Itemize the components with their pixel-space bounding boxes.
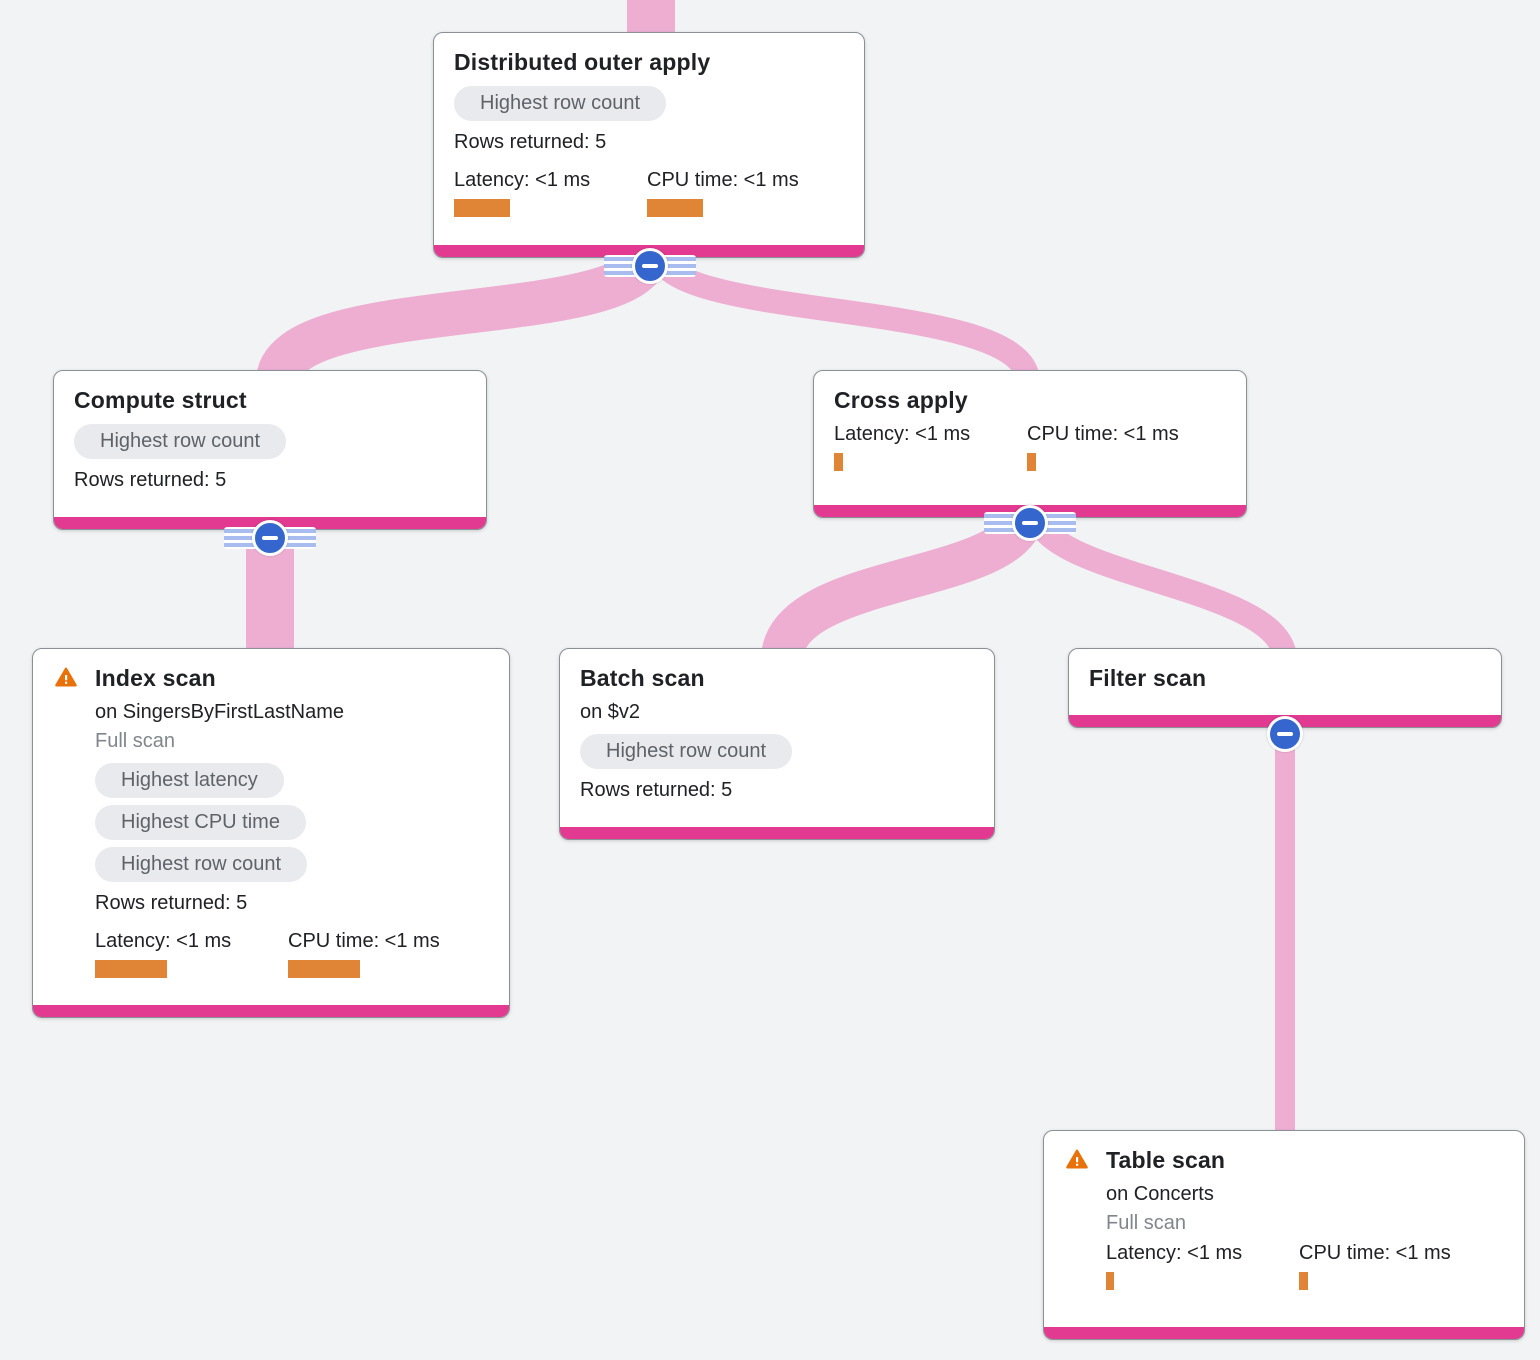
minus-icon xyxy=(1267,716,1303,752)
badge-highest-row-count: Highest row count xyxy=(580,734,793,769)
node-title: Distributed outer apply xyxy=(454,49,711,75)
warning-icon xyxy=(55,667,77,687)
latency-label: Latency: <1 ms xyxy=(454,169,591,191)
cpu-time-bar xyxy=(288,960,360,978)
node-card-table-scan[interactable]: Table scan on Concerts Full scan Latency… xyxy=(1043,1130,1525,1340)
scan-target-label: on $v2 xyxy=(580,701,641,723)
edge-cross-apply-to-batch-scan xyxy=(761,506,1045,663)
node-card-compute-struct[interactable]: Compute struct Highest row count Rows re… xyxy=(53,370,487,530)
minus-icon xyxy=(1012,505,1048,541)
node-title: Cross apply xyxy=(834,387,968,413)
rows-returned-label: Rows returned: 5 xyxy=(454,131,607,153)
node-footer-bar xyxy=(33,1005,509,1017)
latency-bar xyxy=(834,453,843,471)
node-footer-bar xyxy=(560,827,994,839)
node-footer-bar xyxy=(1044,1327,1524,1339)
scan-type-label: Full scan xyxy=(1106,1212,1187,1234)
badge-highest-row-count: Highest row count xyxy=(95,847,308,882)
minus-icon xyxy=(632,248,668,284)
node-title: Index scan xyxy=(95,665,216,691)
node-title: Batch scan xyxy=(580,665,705,691)
rows-returned-label: Rows returned: 5 xyxy=(74,469,227,491)
cpu-time-label: CPU time: <1 ms xyxy=(647,169,799,191)
minus-icon xyxy=(252,520,288,556)
latency-label: Latency: <1 ms xyxy=(1106,1242,1243,1264)
cpu-time-bar xyxy=(1027,453,1036,471)
node-card-cross-apply[interactable]: Cross apply Latency: <1 ms CPU time: <1 … xyxy=(813,370,1247,518)
warning-icon xyxy=(1066,1149,1088,1169)
node-card-distributed-outer-apply[interactable]: Distributed outer apply Highest row coun… xyxy=(433,32,865,258)
badge-highest-row-count: Highest row count xyxy=(454,86,667,121)
rows-returned-label: Rows returned: 5 xyxy=(580,779,733,801)
latency-label: Latency: <1 ms xyxy=(95,930,232,952)
badge-highest-cpu-time: Highest CPU time xyxy=(95,805,306,840)
latency-bar xyxy=(454,199,510,217)
node-title: Filter scan xyxy=(1089,665,1207,691)
edge-cross-apply-to-filter-scan xyxy=(1024,507,1297,662)
cpu-time-label: CPU time: <1 ms xyxy=(1299,1242,1451,1264)
node-card-filter-scan[interactable]: Filter scan xyxy=(1068,648,1502,728)
latency-bar xyxy=(1106,1272,1114,1290)
rows-returned-label: Rows returned: 5 xyxy=(95,892,248,914)
cpu-time-label: CPU time: <1 ms xyxy=(1027,423,1179,445)
scan-target-label: on SingersByFirstLastName xyxy=(95,701,344,723)
node-card-index-scan[interactable]: Index scan on SingersByFirstLastName Ful… xyxy=(32,648,510,1018)
badge-highest-row-count: Highest row count xyxy=(74,424,287,459)
node-card-batch-scan[interactable]: Batch scan on $v2 Highest row count Rows… xyxy=(559,648,995,840)
cpu-time-bar xyxy=(647,199,703,217)
edge-distributed-outer-apply-to-cross-apply xyxy=(646,247,1040,384)
cpu-time-label: CPU time: <1 ms xyxy=(288,930,440,952)
latency-label: Latency: <1 ms xyxy=(834,423,971,445)
scan-type-label: Full scan xyxy=(95,730,176,752)
cpu-time-bar xyxy=(1299,1272,1308,1290)
node-title: Table scan xyxy=(1106,1147,1226,1173)
scan-target-label: on Concerts xyxy=(1106,1183,1214,1205)
badge-highest-latency: Highest latency xyxy=(95,763,284,798)
edge-distributed-outer-apply-to-compute-struct xyxy=(256,245,670,386)
latency-bar xyxy=(95,960,167,978)
node-title: Compute struct xyxy=(74,387,247,413)
